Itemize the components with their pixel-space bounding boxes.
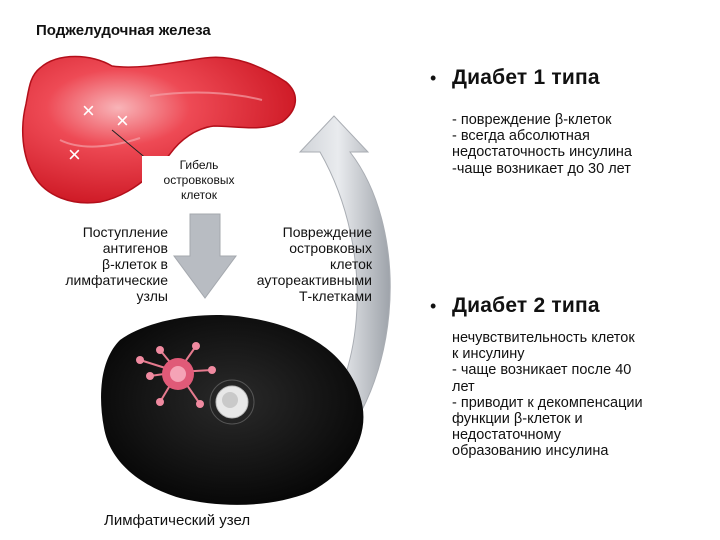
lymph-node-label: Лимфатический узел bbox=[104, 512, 251, 529]
pancreas-illustration bbox=[21, 55, 296, 204]
lymph-node-illustration bbox=[101, 314, 364, 505]
antigen-transfer-label: Поступление антигенов β-клеток в лимфати… bbox=[65, 224, 168, 304]
type1-heading: Диабет 1 типа bbox=[452, 66, 600, 89]
islet-death-label: Гибель островковых клеток bbox=[142, 156, 256, 210]
damage-mark-3: × bbox=[68, 142, 81, 167]
type2-heading: Диабет 2 типа bbox=[452, 294, 600, 317]
type2-details: нечувствительность клеток к инсулину - ч… bbox=[452, 330, 643, 460]
damage-mark-1: × bbox=[82, 98, 95, 123]
islet-damage-label: Повреждение островковых клеток аутореакт… bbox=[256, 224, 372, 304]
pointer-line bbox=[111, 129, 149, 161]
down-arrow bbox=[173, 213, 237, 299]
type2-bullet: • bbox=[430, 296, 437, 316]
type1-bullet: • bbox=[430, 68, 437, 88]
type1-details: - повреждение β-клеток - всегда абсолютн… bbox=[452, 112, 632, 177]
damage-mark-2: × bbox=[116, 108, 129, 133]
pancreas-title: Поджелудочная железа bbox=[36, 22, 211, 39]
